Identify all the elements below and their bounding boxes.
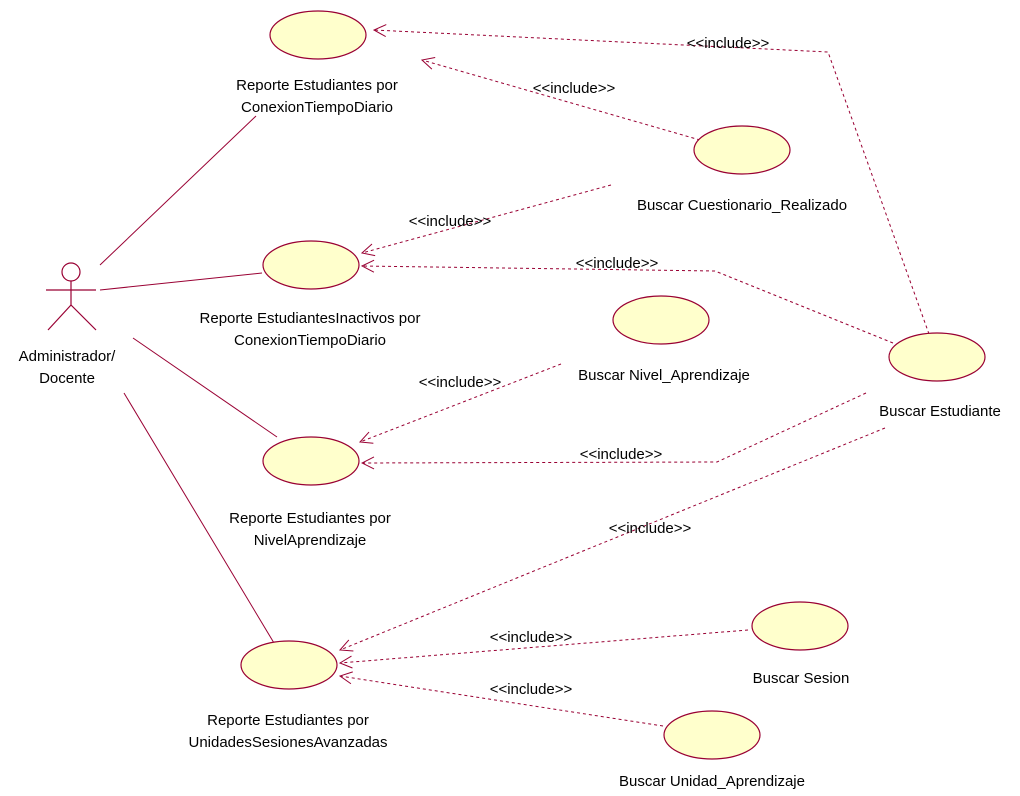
include-label: <<include>>: [609, 520, 692, 537]
association-uc4: [123, 392, 275, 644]
include-label: <<include>>: [490, 681, 573, 698]
include-label: <<include>>: [490, 629, 573, 646]
include-label: <<include>>: [580, 446, 663, 463]
usecase-label: ConexionTiempoDiario: [241, 99, 393, 116]
include-estudiante-uc2: [362, 266, 894, 344]
include-estudiante-uc1: [374, 30, 930, 335]
actor-label-line1: Administrador/: [19, 348, 117, 365]
usecase-label: Reporte EstudiantesInactivos por: [200, 310, 421, 327]
usecase-label: Reporte Estudiantes por: [229, 510, 391, 527]
association-uc2: [99, 272, 263, 291]
include-sesion-uc4: [340, 629, 749, 663]
include-label: <<include>>: [576, 255, 659, 272]
usecase-label: Buscar Sesion: [753, 670, 850, 687]
usecase-reporte-inactivos: [262, 240, 360, 290]
include-cuestionario-uc1: [422, 60, 701, 141]
usecase-buscar-unidad: [663, 710, 761, 760]
usecase-buscar-nivel: [612, 295, 710, 345]
include-cuestionario-uc2: [362, 184, 612, 253]
usecase-label: ConexionTiempoDiario: [234, 332, 386, 349]
actor-administrador-docente: [46, 262, 97, 331]
usecase-label: UnidadesSesionesAvanzadas: [188, 734, 387, 751]
usecase-label: NivelAprendizaje: [254, 532, 367, 549]
actor-label-line2: Docente: [39, 370, 95, 387]
include-label: <<include>>: [533, 80, 616, 97]
usecase-reporte-conexion: [269, 10, 367, 60]
include-label: <<include>>: [419, 374, 502, 391]
usecase-label: Buscar Cuestionario_Realizado: [637, 197, 847, 214]
include-estudiante-uc4: [340, 427, 886, 650]
association-uc3: [132, 337, 278, 438]
usecase-buscar-sesion: [751, 601, 849, 651]
include-label: <<include>>: [687, 35, 770, 52]
usecase-label: Reporte Estudiantes por: [236, 77, 398, 94]
include-unidad-uc4: [340, 676, 664, 727]
usecase-buscar-cuestionario: [693, 125, 791, 175]
association-uc1: [99, 115, 257, 266]
include-estudiante-uc3: [362, 392, 867, 463]
usecase-label: Reporte Estudiantes por: [207, 712, 369, 729]
usecase-label: Buscar Unidad_Aprendizaje: [619, 773, 805, 790]
usecase-reporte-nivel: [262, 436, 360, 486]
include-label: <<include>>: [409, 213, 492, 230]
usecase-label: Buscar Nivel_Aprendizaje: [578, 367, 750, 384]
usecase-label: Buscar Estudiante: [879, 403, 1001, 420]
usecase-buscar-estudiante: [888, 332, 986, 382]
usecase-reporte-unidades: [240, 640, 338, 690]
